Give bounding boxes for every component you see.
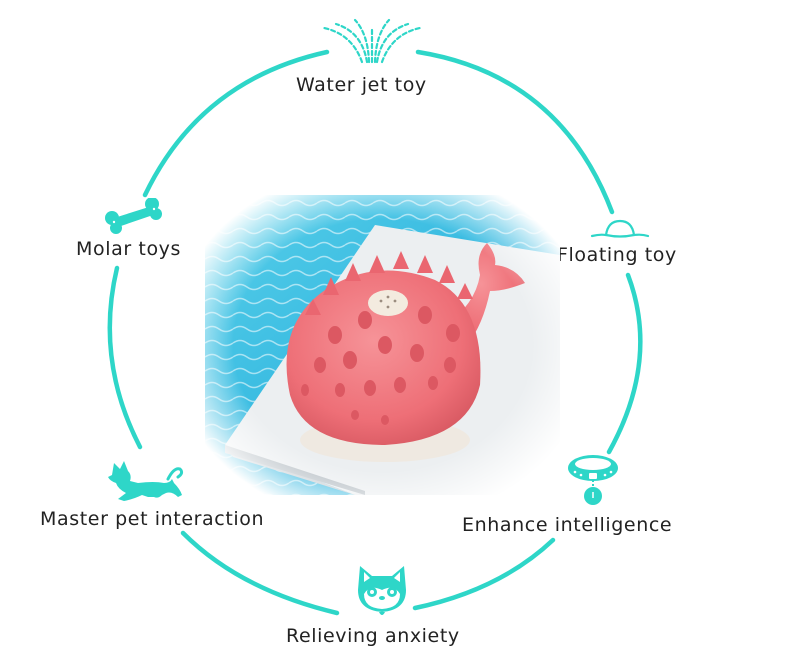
whale-toy-photo xyxy=(205,195,560,495)
ring-arc-right xyxy=(606,272,643,455)
feature-label-water-jet: Water jet toy xyxy=(296,74,427,96)
running-dog-icon xyxy=(108,461,184,501)
feature-label-intelligence: Enhance intelligence xyxy=(462,514,673,536)
ring-arc-top-right xyxy=(415,49,615,215)
water-fountain-icon xyxy=(322,18,422,64)
shiba-dog-face-icon xyxy=(358,566,406,615)
ring-arc-bottom-right xyxy=(412,537,556,611)
feature-label-interaction: Master pet interaction xyxy=(40,508,265,530)
ring-arcs xyxy=(107,49,643,616)
ring-arc-left xyxy=(107,265,143,450)
ring-arc-top-left xyxy=(142,49,330,198)
floating-buoy-icon xyxy=(590,219,650,238)
ring-arc-bottom-left xyxy=(180,530,340,616)
feature-label-floating: Floating toy xyxy=(557,244,677,266)
feature-label-anxiety: Relieving anxiety xyxy=(286,625,460,647)
bone-icon xyxy=(105,198,162,234)
feature-label-molar: Molar toys xyxy=(76,238,182,260)
dog-collar-icon xyxy=(568,455,618,505)
